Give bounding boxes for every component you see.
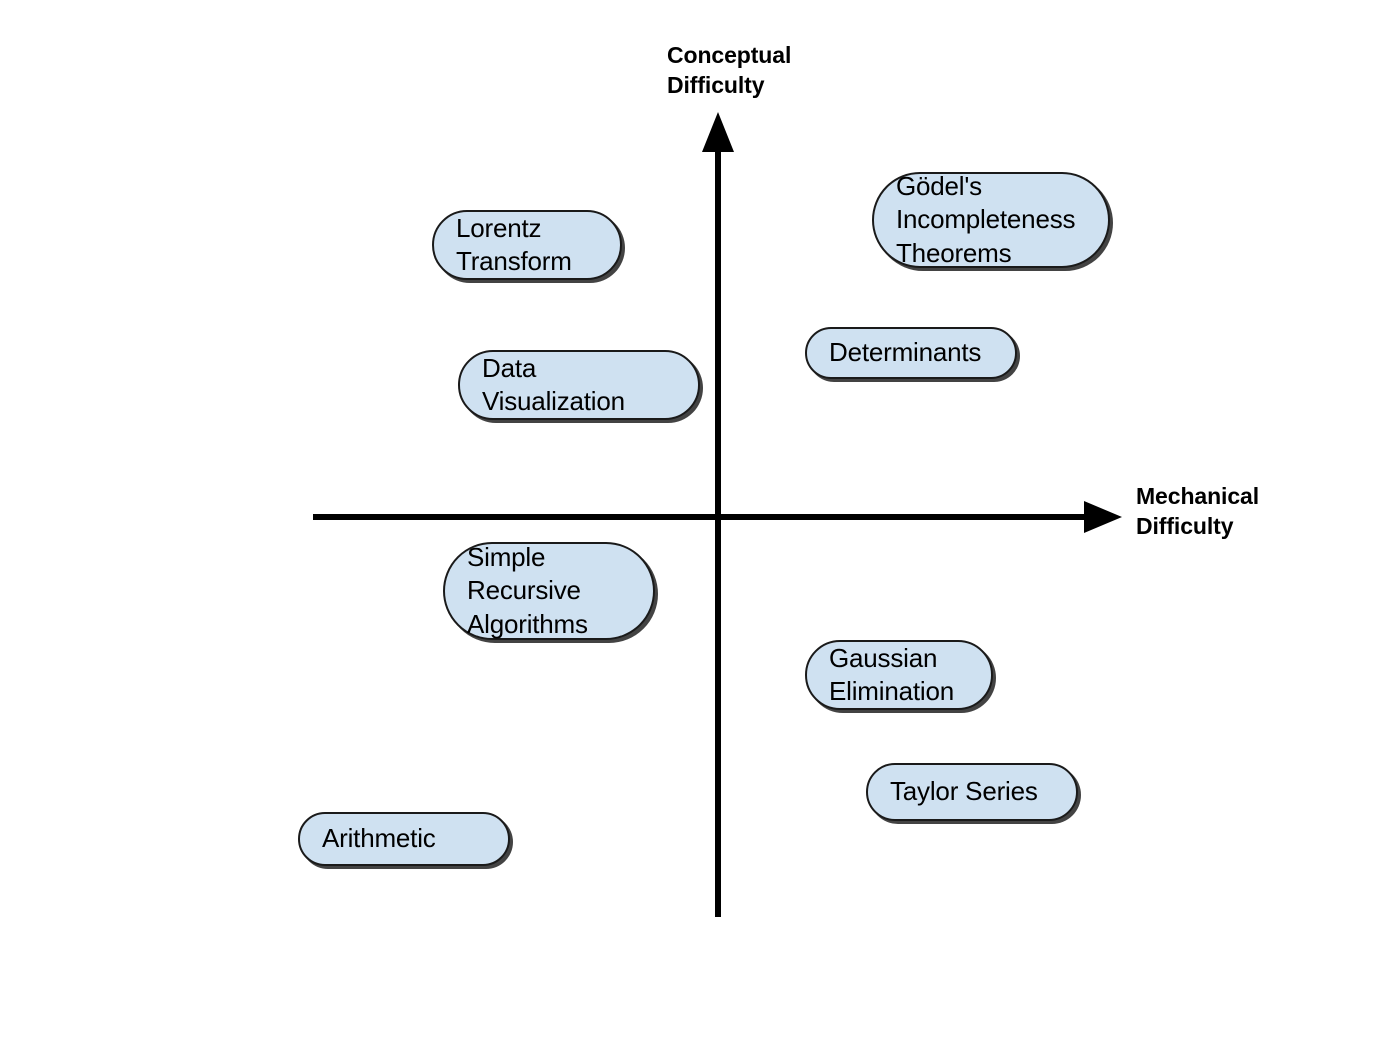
node-arithmetic[interactable]: Arithmetic — [298, 812, 510, 866]
node-simple-recursive-algorithms[interactable]: Simple Recursive Algorithms — [443, 542, 655, 640]
node-gaussian-elimination[interactable]: Gaussian Elimination — [805, 640, 993, 710]
x-axis-arrowhead-icon — [1084, 501, 1122, 533]
node-godels-incompleteness-theorems[interactable]: Gödel's Incompleteness Theorems — [872, 171, 1110, 268]
node-determinants[interactable]: Determinants — [805, 327, 1017, 379]
y-axis-arrowhead-icon — [702, 112, 734, 152]
node-lorentz-transform[interactable]: Lorentz Transform — [432, 210, 622, 280]
y-axis-label: Conceptual Difficulty — [667, 42, 792, 99]
x-axis-label: Mechanical Difficulty — [1136, 483, 1259, 540]
node-data-visualization[interactable]: Data Visualization — [458, 350, 700, 420]
node-taylor-series[interactable]: Taylor Series — [866, 763, 1078, 821]
